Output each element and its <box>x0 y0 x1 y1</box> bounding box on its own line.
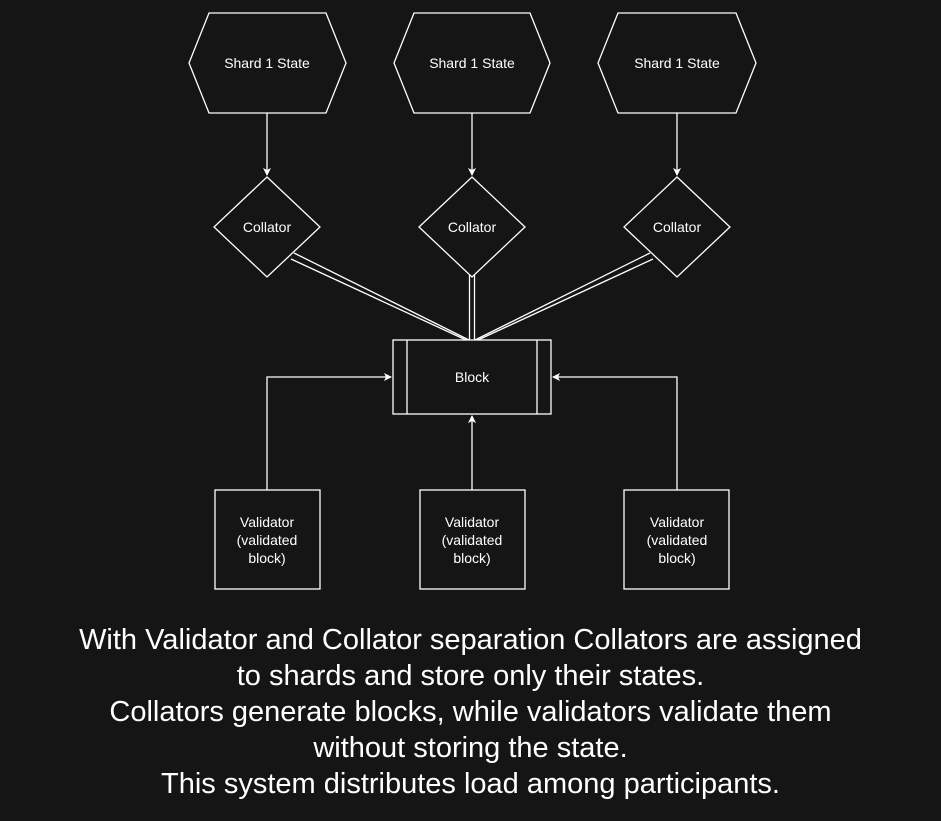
validator-label-line: Validator <box>240 514 295 530</box>
validator-label-line: (validated <box>237 532 298 548</box>
collator-to-block-link-3 <box>474 252 654 341</box>
collator-node-3: Collator <box>623 176 731 278</box>
validator-box <box>214 489 321 590</box>
collator-label: Collator <box>243 219 292 235</box>
validator-label-line: block) <box>453 550 490 566</box>
hexagon-shape <box>597 12 757 114</box>
collator-node-1: Collator <box>213 176 321 278</box>
diamond-shape <box>623 176 731 278</box>
caption: With Validator and Collator separation C… <box>0 622 941 802</box>
shard-state-label: Shard 1 State <box>429 55 515 71</box>
hexagon-shape <box>188 12 347 114</box>
hexagon-shape <box>393 12 551 114</box>
validator-label-line: block) <box>248 550 285 566</box>
shard-state-label: Shard 1 State <box>224 55 310 71</box>
collator-label: Collator <box>448 219 497 235</box>
diamond-shape <box>418 176 526 278</box>
shard-state-label: Shard 1 State <box>634 55 720 71</box>
validator-to-block-arrow-3 <box>552 373 678 490</box>
validator-node-3: Validator (validated block) <box>623 489 730 590</box>
shard-state-node-1: Shard 1 State <box>188 12 347 114</box>
block-label: Block <box>455 369 490 385</box>
block-node: Block <box>392 339 552 415</box>
collator-to-block-link-2 <box>468 275 476 340</box>
diamond-shape <box>213 176 321 278</box>
collator-validator-diagram: Shard 1 State Shard 1 State Shard 1 Stat… <box>188 12 757 590</box>
validator-label-line: Validator <box>445 514 500 530</box>
validator-label-line: Validator <box>650 514 705 530</box>
collator-label: Collator <box>653 219 702 235</box>
validator-box <box>623 489 730 590</box>
caption-line-1: With Validator and Collator separation C… <box>79 624 862 656</box>
caption-line-2: to shards and store only their states. <box>236 660 705 692</box>
caption-line-5: This system distributes load among parti… <box>161 768 780 800</box>
caption-line-4: without storing the state. <box>313 732 628 764</box>
shard-state-node-3: Shard 1 State <box>597 12 757 114</box>
validator-to-block-arrow-1 <box>266 373 392 490</box>
validator-node-1: Validator (validated block) <box>214 489 321 590</box>
validator-label-line: (validated <box>442 532 503 548</box>
collator-to-block-link-1 <box>290 252 470 341</box>
block-box <box>392 339 552 415</box>
caption-line-3: Collators generate blocks, while validat… <box>109 696 832 728</box>
validator-node-2: Validator (validated block) <box>419 489 526 590</box>
shard-state-node-2: Shard 1 State <box>393 12 551 114</box>
validator-label-line: block) <box>658 550 695 566</box>
validator-label-line: (validated <box>647 532 708 548</box>
collator-node-2: Collator <box>418 176 526 278</box>
validator-box <box>419 489 526 590</box>
